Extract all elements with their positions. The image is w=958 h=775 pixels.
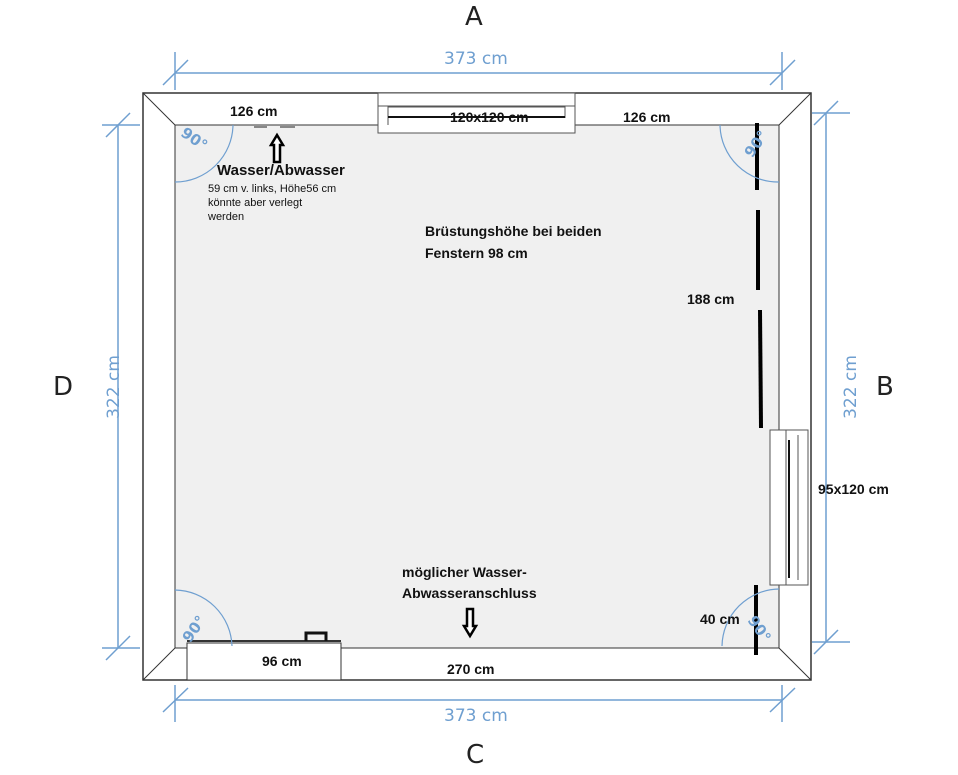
dimension-bottom: 373 cm	[444, 706, 508, 726]
possible-water-1: möglicher Wasser-	[402, 564, 527, 580]
dimension-top: 373 cm	[444, 49, 508, 69]
water-note-1: 59 cm v. links, Höhe56 cm	[208, 183, 337, 195]
bottom-right-segment: 40 cm	[700, 611, 740, 627]
right-wall-segment: 188 cm	[687, 291, 735, 307]
bottom-segment: 270 cm	[447, 661, 495, 677]
wall-label-b: B	[876, 372, 894, 402]
sill-note-2: Fenstern 98 cm	[425, 245, 528, 261]
dimension-left: 322 cm	[103, 355, 124, 419]
door-width: 96 cm	[262, 653, 302, 669]
right-window	[769, 429, 809, 586]
room-floor	[174, 124, 780, 649]
angle-arcs	[174, 124, 780, 647]
top-window-size: 120x120 cm	[450, 109, 529, 125]
dimension-lines	[102, 52, 850, 722]
water-note-3: werden	[208, 211, 245, 223]
arrow-down-icon	[461, 607, 479, 639]
arrow-up-icon	[268, 132, 286, 164]
wall-label-a: A	[465, 2, 483, 32]
dimension-right: 322 cm	[840, 355, 861, 419]
water-title: Wasser/Abwasser	[217, 162, 345, 179]
top-right-segment: 126 cm	[623, 109, 671, 125]
possible-water-2: Abwasseranschluss	[402, 585, 537, 601]
sill-note-1: Brüstungshöhe bei beiden	[425, 223, 602, 239]
top-left-segment: 126 cm	[230, 103, 278, 119]
water-note-2: könnte aber verlegt	[208, 197, 303, 209]
wall-label-d: D	[53, 372, 74, 402]
door-element	[186, 631, 342, 681]
top-window	[377, 92, 576, 134]
wall-label-c: C	[466, 740, 485, 770]
right-window-size: 95x120 cm	[818, 481, 889, 497]
